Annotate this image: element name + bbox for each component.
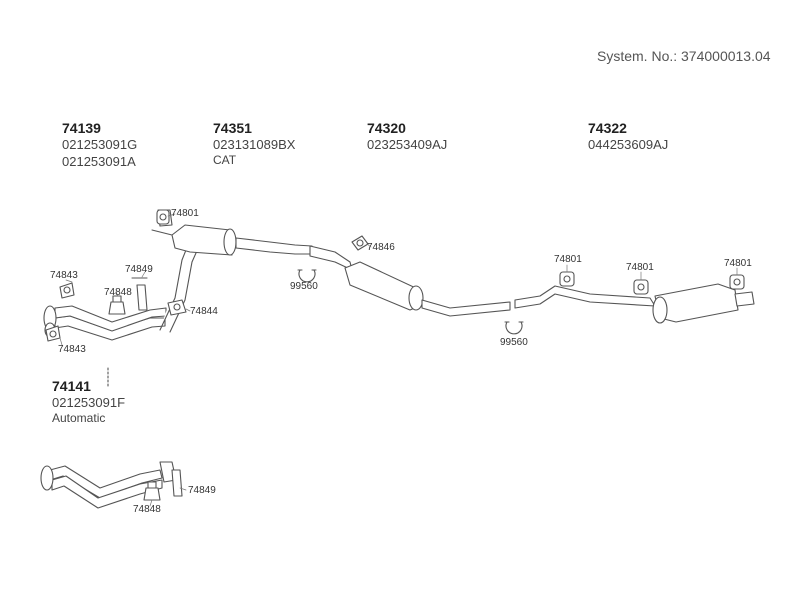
callout-mount: 74848 xyxy=(133,504,161,515)
callout-mount: 74848 xyxy=(104,287,132,298)
part-number: 74351 xyxy=(213,120,252,136)
callout-hanger: 74801 xyxy=(171,208,199,219)
gasket-74844 xyxy=(167,299,187,316)
callout-clip: 74846 xyxy=(367,242,395,253)
leader-lines xyxy=(59,213,738,507)
hanger-74801-rear-2 xyxy=(633,279,649,295)
callout-gasket: 74843 xyxy=(50,270,78,281)
rear-silencer-74322 xyxy=(514,283,755,324)
callout-clamp: 99560 xyxy=(500,337,528,348)
callout-hanger: 74801 xyxy=(554,254,582,265)
hanger-74801-front xyxy=(156,209,170,225)
oem-reference: 021253091F xyxy=(52,395,126,410)
part-group-74322: 74322 044253609AJ xyxy=(588,120,668,153)
oem-reference: 021253091G xyxy=(62,137,138,152)
callout-clamp: 99560 xyxy=(290,281,318,292)
callout-bolt: 74849 xyxy=(125,264,153,275)
catalytic-converter-74351 xyxy=(151,209,313,256)
hanger-74801-rear-1 xyxy=(559,271,575,287)
part-number: 74139 xyxy=(62,120,101,136)
part-note: Automatic xyxy=(52,411,106,425)
part-number: 74320 xyxy=(367,120,406,136)
callout-hanger: 74801 xyxy=(724,258,752,269)
part-group-74320: 74320 023253409AJ xyxy=(367,120,447,153)
mount-74848 xyxy=(108,295,126,315)
gasket-74843-bottom xyxy=(45,325,61,342)
mount-74848-auto xyxy=(143,481,161,501)
oem-reference: 044253609AJ xyxy=(588,137,669,152)
hanger-74801-rear-3 xyxy=(729,274,745,290)
callout-gasket-cat: 74844 xyxy=(190,306,218,317)
auto-downpipe-74141 xyxy=(40,461,177,509)
part-number: 74141 xyxy=(52,378,91,394)
part-group-74351: 74351 023131089BX CAT xyxy=(213,120,295,167)
gasket-74843-top xyxy=(59,282,75,299)
system-number: System. No.: 374000013.04 xyxy=(597,48,771,64)
part-number: 74322 xyxy=(588,120,627,136)
oem-reference: 023131089BX xyxy=(213,137,296,152)
oem-reference: 021253091A xyxy=(62,154,136,169)
callout-hanger: 74801 xyxy=(626,262,654,273)
clamp-99560-rear xyxy=(504,321,524,335)
bolt-74849-auto xyxy=(171,469,183,497)
bolt-74849 xyxy=(131,277,148,311)
part-note: CAT xyxy=(213,153,237,167)
part-group-74141: 74141 021253091F Automatic xyxy=(52,378,125,425)
part-group-74139: 74139 021253091G 021253091A xyxy=(62,120,137,170)
clip-74846 xyxy=(351,235,369,251)
oem-reference: 023253409AJ xyxy=(367,137,448,152)
callout-bolt: 74849 xyxy=(188,485,216,496)
clamp-99560-front xyxy=(297,269,317,283)
middle-silencer-74320 xyxy=(309,245,511,317)
callout-gasket: 74843 xyxy=(58,344,86,355)
